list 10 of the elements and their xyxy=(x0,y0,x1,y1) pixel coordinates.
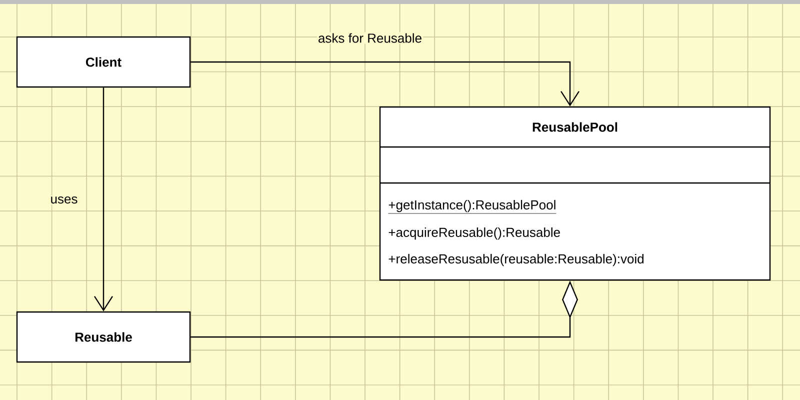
arrow xyxy=(190,61,580,106)
method-signature: +releaseResusable(reusable:Reusable):void xyxy=(388,254,644,266)
class-box: Reusable xyxy=(16,311,191,363)
edge-label: asks for Reusable xyxy=(316,32,424,44)
arrow xyxy=(94,88,114,312)
class-name: ReusablePool xyxy=(532,122,618,132)
method-signature: +acquireReusable():Reusable xyxy=(388,227,560,240)
method-signature: +getInstance():ReusablePool xyxy=(388,200,556,214)
class-box xyxy=(379,106,771,281)
class-box: Client xyxy=(16,36,191,88)
